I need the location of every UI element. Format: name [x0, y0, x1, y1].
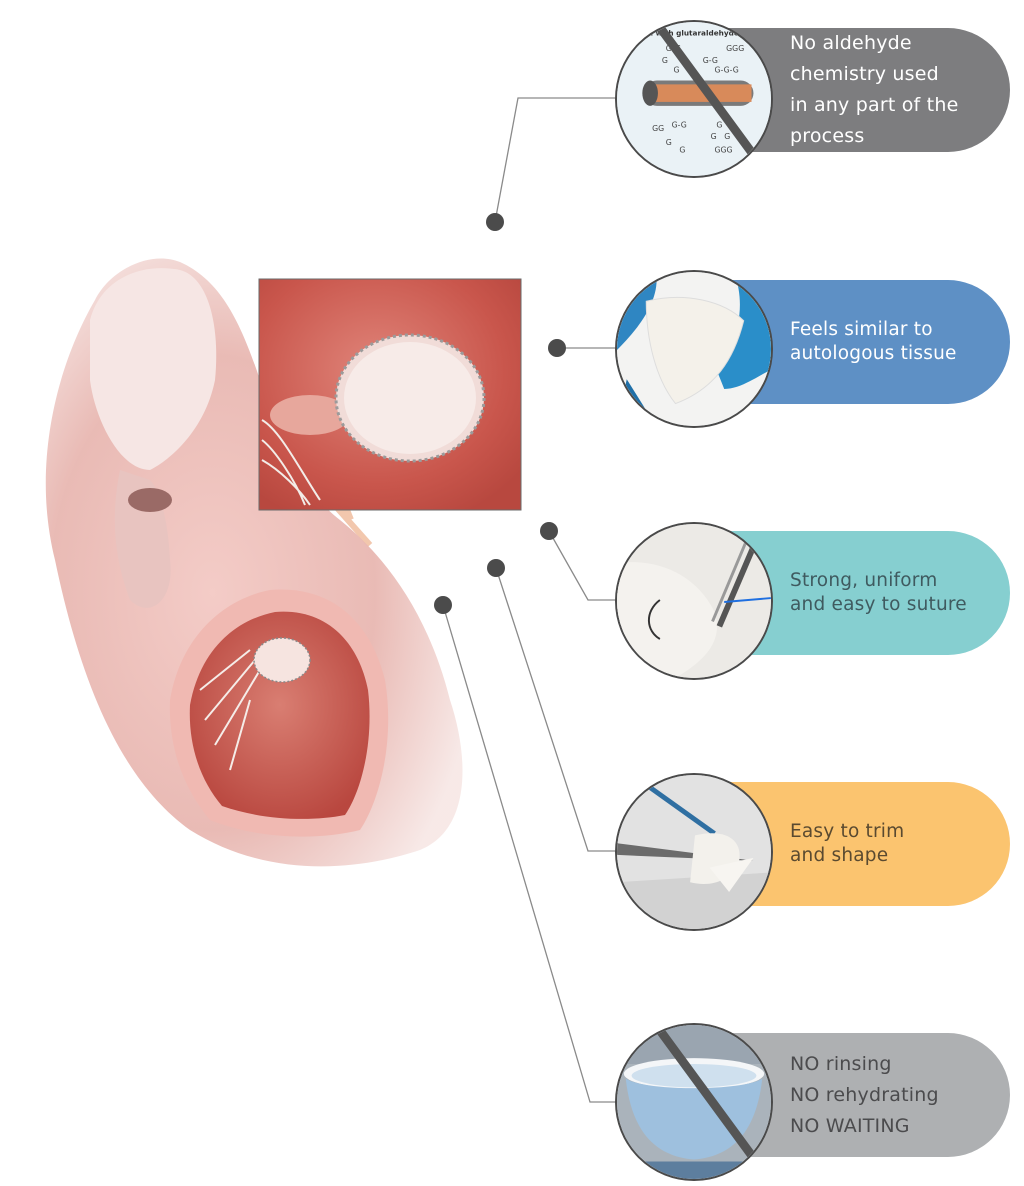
- label-11: G: [716, 120, 722, 129]
- label-10: G: [679, 146, 685, 155]
- feature-text-feel: Feels similar to autologous tissue: [790, 318, 957, 365]
- molecule-diagram-image: ated with glutaraldehyde G-G G G GGG G-G…: [615, 20, 773, 178]
- molecule-title: ated with glutaraldehyde: [635, 29, 739, 38]
- glove-tissue-image: [615, 270, 773, 428]
- callout-dot-suture: [540, 522, 558, 540]
- label-6: G-G-G: [714, 66, 738, 75]
- label-3: G: [674, 66, 680, 75]
- feature-text-suture: Strong, uniform and easy to suture: [790, 569, 967, 616]
- label-13: G: [724, 132, 730, 141]
- label-9: G: [666, 138, 672, 147]
- feature-text-trim: Easy to trim and shape: [790, 820, 905, 867]
- label-14: GGG: [714, 146, 732, 155]
- trim-scissors-image: [615, 773, 773, 931]
- feature-text-ready: NO rinsing NO rehydrating NO WAITING: [790, 1052, 939, 1137]
- callout-dot-aldehyde: [486, 213, 504, 231]
- label-4: GGG: [726, 44, 744, 53]
- label-5: G-G: [703, 56, 718, 65]
- callout-dot-trim: [487, 559, 505, 577]
- label-2: G: [662, 56, 668, 65]
- bowl-image: [615, 1023, 773, 1181]
- suture-needle-image: [615, 522, 773, 680]
- label-12: G: [711, 132, 717, 141]
- callout-dot-ready: [434, 596, 452, 614]
- label-8: G-G: [672, 120, 687, 129]
- feature-text-aldehyde: No aldehyde chemistry used in any part o…: [790, 32, 959, 147]
- label-7: GG: [652, 124, 664, 133]
- callout-dot-feel: [548, 339, 566, 357]
